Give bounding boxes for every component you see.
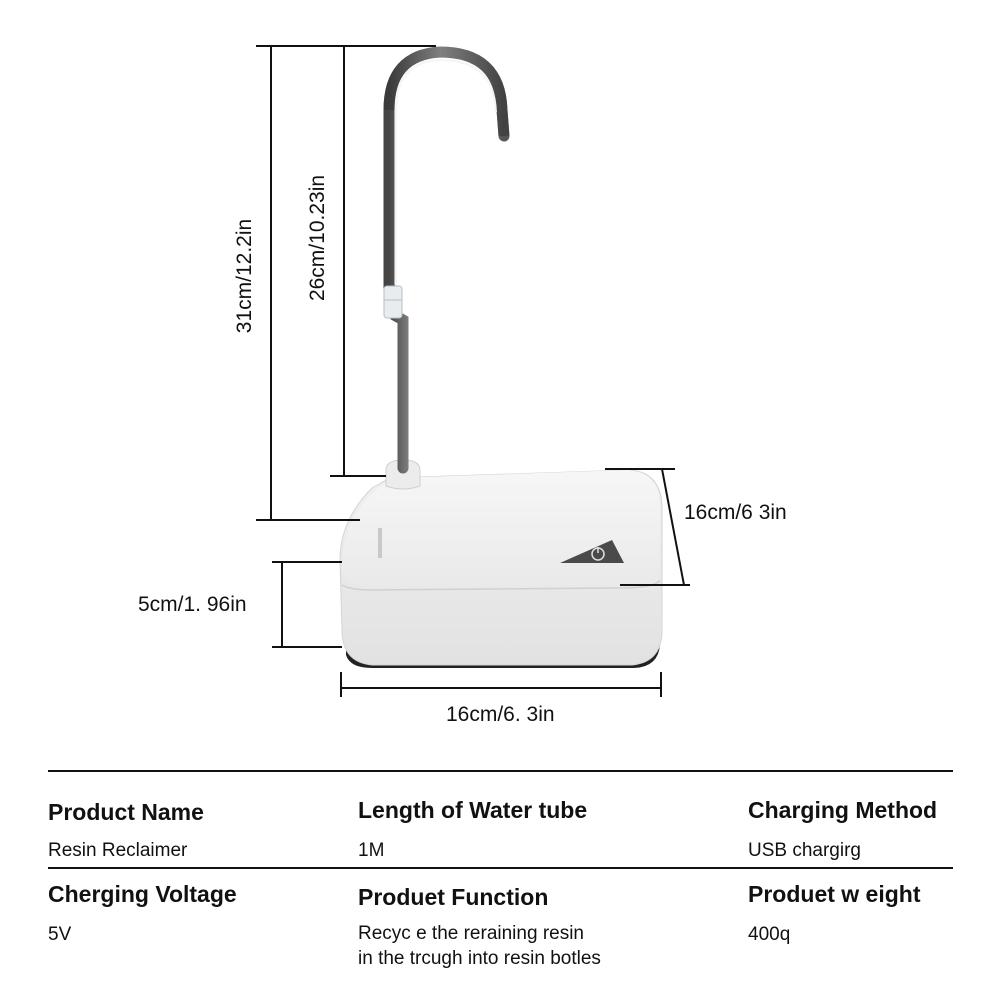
spec-charging-voltage: Cherging Voltage 5V: [48, 881, 237, 947]
spec-value: Resin Reclaimer: [48, 840, 188, 861]
tube-height-label: 26cm/10.23in: [306, 174, 329, 302]
spec-heading: Product Name: [48, 799, 204, 825]
width-label: 16cm/6. 3in: [446, 703, 555, 726]
power-button[interactable]: [560, 540, 624, 563]
water-tube: [383, 46, 510, 474]
tube-mount: [385, 459, 421, 490]
spec-value: Recyc e the reraining resin: [358, 923, 584, 944]
spec-value: USB chargirg: [748, 840, 861, 861]
spec-value: 1M: [358, 840, 385, 861]
base-height-label: 5cm/1. 96in: [138, 593, 247, 616]
spec-heading: Produet w eight: [748, 881, 921, 907]
spec-charging-method: Charging Method USB chargirg: [748, 797, 937, 863]
spec-heading: Produet Function: [358, 884, 549, 910]
spec-tube-length: Length of Water tube 1M: [358, 797, 587, 863]
spec-product-name: Product Name Resin Reclaimer: [48, 799, 204, 863]
device-base: [339, 469, 663, 668]
spec-middle-rule: [48, 867, 953, 869]
spec-top-rule: [48, 770, 953, 772]
spec-heading: Cherging Voltage: [48, 881, 237, 907]
spec-value: in the trcugh into resin botles: [358, 948, 601, 969]
spec-value: 5V: [48, 924, 72, 945]
spec-product-function: Produet Function Recyc e the reraining r…: [358, 884, 601, 971]
product-illustration: [256, 45, 690, 697]
depth-label: 16cm/6 3in: [684, 501, 787, 524]
dimension-lines: [256, 45, 690, 697]
spec-product-weight: Produet w eight 400q: [748, 881, 921, 947]
spec-heading: Charging Method: [748, 797, 938, 823]
total-height-label: 31cm/12.2in: [233, 218, 256, 334]
spec-value: 400q: [748, 924, 791, 945]
spec-heading: Length of Water tube: [358, 797, 588, 823]
